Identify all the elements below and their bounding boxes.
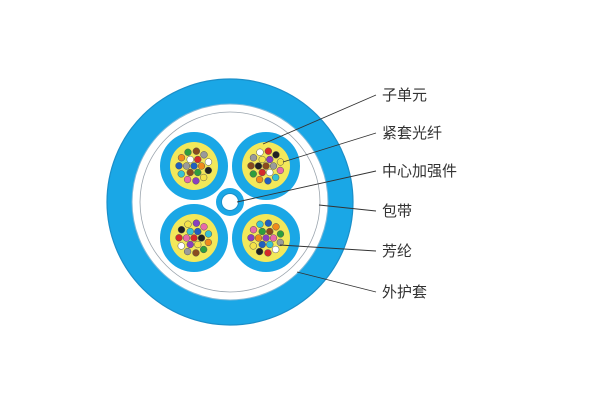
tight-buffer-fiber — [266, 240, 274, 249]
tight-buffer-fiber — [272, 173, 280, 182]
tight-buffer-fiber — [262, 162, 270, 170]
tight-buffer-fiber — [186, 155, 194, 164]
tight-buffer-fiber — [266, 227, 274, 236]
tight-buffer-fiber — [192, 147, 200, 155]
tight-buffer-fiber — [184, 220, 192, 228]
tight-buffer-fiber — [194, 227, 202, 236]
subunit-2 — [232, 132, 300, 200]
tight-buffer-fiber — [177, 170, 185, 178]
label-aramid-yarn: 芳纶 — [382, 242, 412, 260]
tight-buffer-fiber — [276, 230, 285, 238]
tight-buffer-fiber — [254, 162, 263, 170]
tight-buffer-fiber — [175, 234, 183, 242]
tight-buffer-fiber — [197, 162, 206, 170]
tight-buffer-fiber — [269, 234, 278, 242]
leader-line-outer-sheath — [296, 271, 377, 293]
tight-buffer-fiber — [264, 147, 272, 155]
tight-buffer-fiber — [204, 230, 213, 238]
tight-buffer-fiber — [266, 155, 274, 164]
tight-buffer-fiber — [186, 227, 194, 236]
label-subunit: 子单元 — [382, 86, 427, 104]
tight-buffer-fiber — [249, 154, 258, 162]
tight-buffer-fiber — [249, 226, 258, 234]
tight-buffer-fiber — [192, 177, 200, 185]
tight-buffer-fiber — [249, 242, 257, 250]
tight-buffer-fiber — [200, 245, 208, 254]
tight-buffer-fiber — [194, 168, 202, 177]
tight-buffer-fiber — [183, 175, 192, 184]
tight-buffer-fiber — [276, 238, 284, 247]
leader-line-aramid-yarn — [279, 244, 377, 252]
tight-buffer-fiber — [276, 166, 284, 175]
tight-buffer-fiber — [258, 168, 266, 177]
subunit-4 — [232, 204, 300, 272]
tight-buffer-fiber — [177, 154, 186, 162]
tight-buffer-fiber — [272, 223, 280, 231]
tight-buffer-fiber — [190, 162, 198, 170]
tight-buffer-fiber — [197, 234, 206, 242]
tight-buffer-fiber — [184, 148, 192, 156]
tight-buffer-fiber — [249, 170, 257, 178]
tight-buffer-fiber — [264, 249, 272, 257]
tight-buffer-fiber — [204, 238, 212, 247]
tight-buffer-fiber — [182, 234, 191, 242]
tight-buffer-fiber — [264, 219, 272, 227]
leader-line-tight-buffer-fiber — [282, 132, 377, 163]
tight-buffer-fiber — [264, 177, 272, 185]
leader-line-binder-tape — [318, 204, 377, 212]
label-central-strength-member: 中心加强件 — [382, 162, 457, 180]
tight-buffer-fiber — [258, 155, 266, 164]
tight-buffer-fiber — [190, 234, 198, 242]
tight-buffer-fiber — [186, 168, 194, 177]
label-outer-sheath: 外护套 — [382, 283, 427, 301]
leader-line-central-strength-member — [236, 170, 377, 203]
central-strength-member-core — [221, 193, 239, 211]
tight-buffer-fiber — [204, 158, 213, 166]
tight-buffer-fiber — [200, 173, 208, 182]
tight-buffer-fiber — [255, 175, 264, 184]
tight-buffer-fiber — [258, 240, 266, 249]
tight-buffer-fiber — [192, 249, 200, 257]
tight-buffer-fiber — [200, 151, 208, 159]
subunit-3 — [160, 204, 228, 272]
label-tight-buffer-fiber: 紧套光纤 — [382, 124, 442, 142]
tight-buffer-fiber — [200, 223, 208, 231]
tight-buffer-fiber — [192, 219, 200, 227]
tight-buffer-fiber — [272, 245, 280, 254]
tight-buffer-fiber — [194, 240, 202, 249]
tight-buffer-fiber — [247, 234, 255, 242]
tight-buffer-fiber — [255, 247, 264, 256]
tight-buffer-fiber — [247, 162, 255, 170]
tight-buffer-fiber — [258, 227, 266, 236]
tight-buffer-fiber — [262, 234, 270, 242]
tight-buffer-fiber — [186, 240, 194, 249]
leader-line-subunit — [262, 94, 377, 145]
tight-buffer-fiber — [183, 247, 192, 256]
tight-buffer-fiber — [204, 166, 212, 175]
subunits-group — [160, 132, 300, 272]
tight-buffer-fiber — [182, 162, 191, 170]
tight-buffer-fiber — [269, 162, 278, 170]
binder-tape-inner-line — [139, 111, 321, 293]
tight-buffer-fiber — [254, 234, 263, 242]
label-binder-tape: 包带 — [382, 202, 412, 220]
tight-buffer-fiber — [194, 155, 202, 164]
tight-buffer-fiber — [177, 226, 186, 234]
tight-buffer-fiber — [272, 151, 280, 159]
tight-buffer-fiber — [175, 162, 183, 170]
tight-buffer-fiber — [266, 168, 274, 177]
subunit-1 — [160, 132, 228, 200]
tight-buffer-fiber — [177, 242, 185, 250]
tight-buffer-fiber — [276, 158, 285, 166]
tight-buffer-fiber — [256, 148, 264, 156]
tight-buffer-fiber — [256, 220, 264, 228]
